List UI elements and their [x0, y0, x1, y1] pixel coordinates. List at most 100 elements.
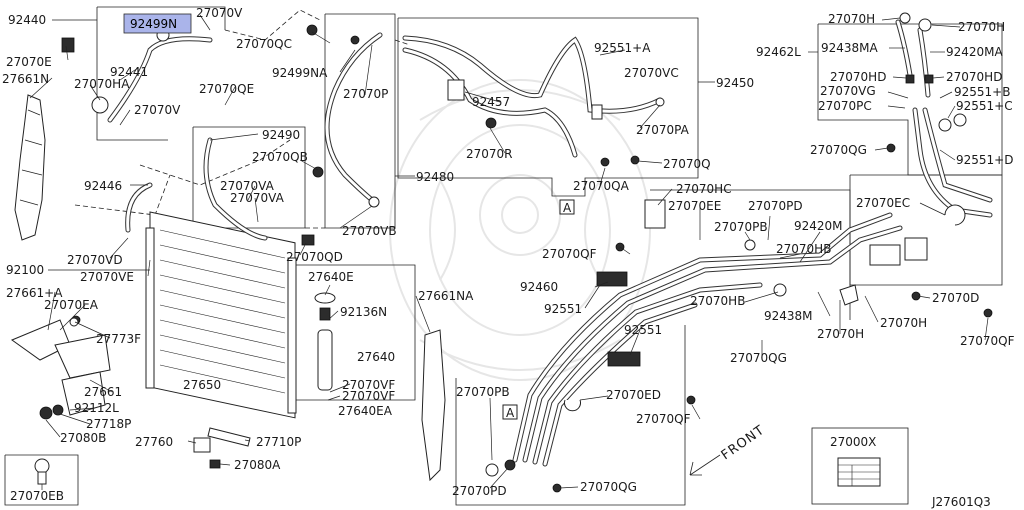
- label-27070Q[interactable]: 27070Q: [663, 157, 711, 171]
- label-92460[interactable]: 92460: [520, 280, 558, 294]
- label-92499N[interactable]: 92499N: [130, 17, 177, 31]
- label-27070PC[interactable]: 27070PC: [818, 99, 872, 113]
- label-92480[interactable]: 92480: [416, 170, 454, 184]
- label-92490[interactable]: 92490: [262, 128, 300, 142]
- label-27070E[interactable]: 27070E: [6, 55, 52, 69]
- label-27070VD[interactable]: 27070VD: [67, 253, 123, 267]
- label-27070PB-mid[interactable]: 27070PB: [714, 220, 768, 234]
- label-27650[interactable]: 27650: [183, 378, 221, 392]
- label-27661NA[interactable]: 27661NA: [418, 289, 474, 303]
- label-92136N[interactable]: 92136N: [340, 305, 387, 319]
- label-92499NA[interactable]: 92499NA: [272, 66, 328, 80]
- label-27070HB-1[interactable]: 27070HB: [776, 242, 831, 256]
- label-27070QG-mid[interactable]: 27070QG: [730, 351, 787, 365]
- label-27070EB[interactable]: 27070EB: [10, 489, 64, 503]
- label-27640[interactable]: 27640: [357, 350, 395, 364]
- label-27070EC[interactable]: 27070EC: [856, 196, 910, 210]
- label-92438M[interactable]: 92438M: [764, 309, 813, 323]
- label-27070QB[interactable]: 27070QB: [252, 150, 308, 164]
- label-27070QC[interactable]: 27070QC: [236, 37, 292, 51]
- label-92457[interactable]: 92457: [472, 95, 510, 109]
- part-labels: 92440 92499N 27070V 27070QC 27070E 92441…: [2, 6, 1015, 509]
- label-27070VF[interactable]: 27070VF: [342, 378, 395, 392]
- label-27661[interactable]: 27661: [84, 385, 122, 399]
- label-27070QD[interactable]: 27070QD: [286, 250, 343, 264]
- label-27070QF-r[interactable]: 27070QF: [960, 334, 1015, 348]
- label-27070PD-low[interactable]: 27070PD: [452, 484, 507, 498]
- label-27640E[interactable]: 27640E: [308, 270, 354, 284]
- label-27070H-tr2[interactable]: 27070H: [958, 20, 1005, 34]
- label-92551B[interactable]: 92551+B: [954, 85, 1010, 99]
- label-27070HA[interactable]: 27070HA: [74, 77, 130, 91]
- label-27070EA[interactable]: 27070EA: [44, 298, 99, 312]
- label-27070VE[interactable]: 27070VE: [80, 270, 134, 284]
- label-92551-a[interactable]: 92551: [544, 302, 582, 316]
- label-27070H-tr1[interactable]: 27070H: [828, 12, 875, 26]
- label-27070QA[interactable]: 27070QA: [573, 179, 630, 193]
- label-92438MA[interactable]: 92438MA: [821, 41, 879, 55]
- label-92440[interactable]: 92440: [8, 13, 46, 27]
- label-27070H-mid[interactable]: 27070H: [817, 327, 864, 341]
- label-27070H-r[interactable]: 27070H: [880, 316, 927, 330]
- label-27710P[interactable]: 27710P: [256, 435, 301, 449]
- label-27070ED[interactable]: 27070ED: [606, 388, 661, 402]
- label-27070PA[interactable]: 27070PA: [636, 123, 690, 137]
- label-92462L[interactable]: 92462L: [756, 45, 801, 59]
- label-92446[interactable]: 92446: [84, 179, 122, 193]
- label-27070QE[interactable]: 27070QE: [199, 82, 254, 96]
- label-27070V-top[interactable]: 27070V: [196, 6, 243, 20]
- label-27070HD-1[interactable]: 27070HD: [830, 70, 886, 84]
- label-27070HD-2[interactable]: 27070HD: [946, 70, 1002, 84]
- label-27070P[interactable]: 27070P: [343, 87, 388, 101]
- condenser-27650: [145, 211, 297, 419]
- label-27718P[interactable]: 27718P: [86, 417, 131, 431]
- leader-lines: [29, 14, 989, 490]
- label-27070VG[interactable]: 27070VG: [820, 84, 876, 98]
- label-27070VA-1[interactable]: 27070VA: [220, 179, 275, 193]
- label-92420M[interactable]: 92420M: [794, 219, 843, 233]
- label-92450[interactable]: 92450: [716, 76, 754, 90]
- label-27000X[interactable]: 27000X: [830, 435, 876, 449]
- label-92441[interactable]: 92441: [110, 65, 148, 79]
- label-27070HB-2[interactable]: 27070HB: [690, 294, 745, 308]
- label-27661N[interactable]: 27661N: [2, 72, 49, 86]
- label-27070HC[interactable]: 27070HC: [676, 182, 732, 196]
- pipe-bundle-92460: [485, 199, 903, 493]
- label-27070R[interactable]: 27070R: [466, 147, 513, 161]
- callout-a-lower: A: [506, 406, 515, 420]
- label-27080A[interactable]: 27080A: [234, 458, 281, 472]
- label-27760[interactable]: 27760: [135, 435, 173, 449]
- center-top-parts: [203, 24, 665, 246]
- label-92551C[interactable]: 92551+C: [956, 99, 1013, 113]
- label-27070D[interactable]: 27070D: [932, 291, 979, 305]
- label-27070PB-low[interactable]: 27070PB: [456, 385, 510, 399]
- label-27080B[interactable]: 27080B: [60, 431, 106, 445]
- label-27070QF-mid[interactable]: 27070QF: [542, 247, 597, 261]
- label-92551-b[interactable]: 92551: [624, 323, 662, 337]
- label-27070VA-2[interactable]: 27070VA: [230, 191, 285, 205]
- label-27070QG-r[interactable]: 27070QG: [810, 143, 867, 157]
- label-27640EA[interactable]: 27640EA: [338, 404, 393, 418]
- label-92420MA[interactable]: 92420MA: [946, 45, 1004, 59]
- callout-a-upper: A: [563, 201, 572, 215]
- receiver-drier-27640: [314, 292, 336, 391]
- label-27070PD[interactable]: 27070PD: [748, 199, 803, 213]
- label-27070QG-low[interactable]: 27070QG: [580, 480, 637, 494]
- label-27070QF-low[interactable]: 27070QF: [636, 412, 691, 426]
- label-92551A[interactable]: 92551+A: [594, 41, 651, 55]
- label-27070V-low[interactable]: 27070V: [134, 103, 181, 117]
- label-92100[interactable]: 92100: [6, 263, 44, 277]
- right-top-parts: [869, 12, 993, 318]
- label-27773F[interactable]: 27773F: [96, 332, 141, 346]
- label-92112L[interactable]: 92112L: [74, 401, 119, 415]
- front-label: FRONT: [719, 423, 768, 464]
- label-27070VB[interactable]: 27070VB: [342, 224, 397, 238]
- label-27070VF-2[interactable]: 27070VF: [342, 389, 395, 403]
- label-92551D[interactable]: 92551+D: [956, 153, 1013, 167]
- label-27070EE[interactable]: 27070EE: [668, 199, 721, 213]
- label-27661A[interactable]: 27661+A: [6, 286, 63, 300]
- highlight-92499N[interactable]: [123, 13, 192, 34]
- lower-center-parts: [69, 199, 881, 487]
- label-27070VC[interactable]: 27070VC: [624, 66, 679, 80]
